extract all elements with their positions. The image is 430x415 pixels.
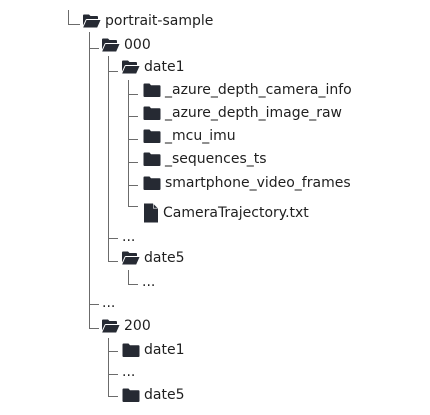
tree-connector <box>108 351 118 352</box>
tree-node-200[interactable]: 200 <box>102 316 151 336</box>
tree-connector <box>128 185 138 186</box>
tree-node-ellipsis: ... <box>142 272 155 292</box>
tree-node-camera-trajectory[interactable]: CameraTrajectory.txt <box>143 203 309 223</box>
ellipsis-label: ... <box>142 274 156 290</box>
tree-connector <box>89 328 99 329</box>
tree-connector <box>68 10 69 24</box>
tree-connector <box>108 71 118 72</box>
ellipsis-label: ... <box>122 229 136 245</box>
node-label: 200 <box>124 318 151 334</box>
node-label: smartphone_video_frames <box>165 175 351 191</box>
tree-connector <box>89 32 90 329</box>
tree-connector <box>108 338 109 396</box>
ellipsis-label: ... <box>122 364 136 380</box>
tree-node-000-date1[interactable]: date1 <box>122 57 184 77</box>
tree-connector <box>108 374 118 375</box>
tree-node-azure-depth-image-raw[interactable]: _azure_depth_image_raw <box>143 103 342 123</box>
tree-node-sequences-ts[interactable]: _sequences_ts <box>143 149 267 169</box>
tree-connector <box>68 24 80 25</box>
tree-node-smartphone-video-frames[interactable]: smartphone_video_frames <box>143 173 351 193</box>
tree-connector <box>128 139 138 140</box>
tree-connector <box>128 162 138 163</box>
node-label: date1 <box>144 59 185 75</box>
folder-open-icon <box>122 250 140 266</box>
node-label: _mcu_imu <box>165 128 236 144</box>
folder-icon <box>122 342 140 358</box>
folder-icon <box>143 175 161 191</box>
node-label: _azure_depth_camera_info <box>165 82 352 98</box>
node-label: _sequences_ts <box>165 151 267 167</box>
node-label: date5 <box>144 387 185 403</box>
tree-connector <box>108 261 118 262</box>
tree-node-ellipsis: ... <box>122 227 135 247</box>
tree-connector <box>89 304 99 305</box>
tree-node-ellipsis: ... <box>102 293 115 313</box>
tree-node-000-date5[interactable]: date5 <box>122 248 184 268</box>
tree-connector <box>128 284 138 285</box>
node-label: date1 <box>144 342 185 358</box>
folder-open-icon <box>102 37 120 53</box>
node-label: portrait-sample <box>105 13 214 29</box>
tree-connector <box>89 48 99 49</box>
node-label: date5 <box>144 250 185 266</box>
ellipsis-label: ... <box>102 295 116 311</box>
file-icon <box>143 203 159 223</box>
tree-connector <box>108 56 109 262</box>
tree-node-azure-depth-camera-info[interactable]: _azure_depth_camera_info <box>143 80 352 100</box>
node-label: _azure_depth_image_raw <box>165 105 343 121</box>
tree-node-root[interactable]: portrait-sample <box>83 11 213 31</box>
tree-connector <box>128 116 138 117</box>
folder-icon <box>143 128 161 144</box>
tree-node-200-date1[interactable]: date1 <box>122 340 184 360</box>
folder-icon <box>143 151 161 167</box>
tree-connector <box>108 396 118 397</box>
folder-open-icon <box>122 59 140 75</box>
tree-connector <box>128 80 129 206</box>
tree-node-000[interactable]: 000 <box>102 35 151 55</box>
tree-node-mcu-imu[interactable]: _mcu_imu <box>143 126 236 146</box>
tree-connector <box>108 238 118 239</box>
folder-icon <box>143 82 161 98</box>
node-label: CameraTrajectory.txt <box>163 205 309 221</box>
folder-open-icon <box>102 318 120 334</box>
tree-connector <box>128 206 138 207</box>
node-label: 000 <box>124 37 151 53</box>
folder-icon <box>122 387 140 403</box>
tree-node-ellipsis: ... <box>122 362 135 382</box>
folder-icon <box>143 105 161 121</box>
folder-open-icon <box>83 13 101 29</box>
tree-connector <box>128 270 129 284</box>
tree-node-200-date5[interactable]: date5 <box>122 385 184 405</box>
tree-connector <box>128 94 138 95</box>
